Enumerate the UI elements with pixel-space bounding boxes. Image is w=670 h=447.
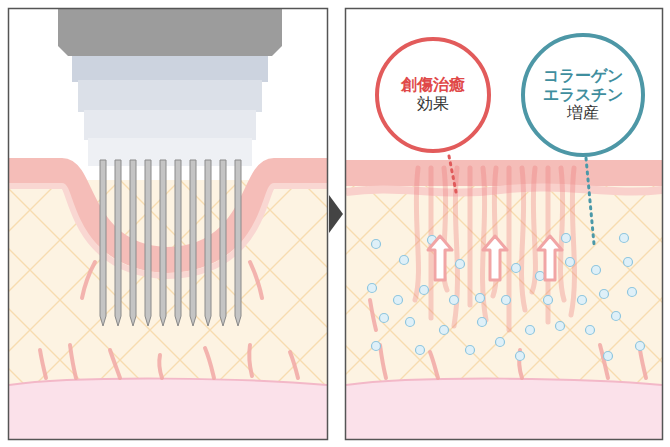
dot <box>544 296 553 305</box>
dot <box>586 326 595 335</box>
dot <box>456 260 465 269</box>
streak <box>571 168 574 315</box>
needle <box>220 160 226 326</box>
callout-circle: コラーゲン エラスチン増産 <box>521 33 645 157</box>
up-arrows <box>428 236 562 280</box>
dot <box>592 266 601 275</box>
streak <box>415 168 418 300</box>
dot <box>380 314 389 323</box>
dot <box>578 296 587 305</box>
callout-circle: 創傷治癒効果 <box>375 37 491 153</box>
dot <box>394 296 403 305</box>
dot <box>526 326 535 335</box>
dot <box>368 284 377 293</box>
healing-streaks <box>415 168 574 330</box>
dot <box>566 258 575 267</box>
dot <box>600 290 609 299</box>
dot <box>372 342 381 351</box>
needle <box>160 160 166 326</box>
callout-body: 増産 <box>567 104 599 123</box>
dot <box>400 256 409 265</box>
leader-line <box>586 158 594 244</box>
panel-frame <box>346 9 663 440</box>
callout-body: 効果 <box>417 95 449 114</box>
streak <box>532 168 535 292</box>
flow-arrow <box>329 195 343 233</box>
dot <box>416 346 425 355</box>
dot <box>502 296 511 305</box>
needle <box>175 160 181 326</box>
callout-heading: 創傷治癒 <box>383 76 483 95</box>
collagen-dots <box>368 234 645 361</box>
dot <box>604 352 613 361</box>
leader-line <box>449 156 456 192</box>
dot <box>406 318 415 327</box>
streak <box>468 168 473 305</box>
left-panel-art <box>9 9 327 439</box>
needle <box>145 160 151 326</box>
dot <box>476 294 485 303</box>
dot <box>620 234 629 243</box>
dot <box>628 288 637 297</box>
dot <box>496 338 505 347</box>
dot <box>516 352 525 361</box>
dot <box>562 234 571 243</box>
dot <box>624 258 633 267</box>
panel-frame <box>9 9 328 440</box>
needle <box>235 160 241 326</box>
dot <box>478 318 487 327</box>
streak <box>522 168 525 310</box>
dot <box>420 286 429 295</box>
dot <box>440 326 449 335</box>
needle <box>100 160 106 326</box>
dot <box>556 322 565 331</box>
needles <box>100 160 241 326</box>
dot <box>636 342 645 351</box>
dot <box>512 264 521 273</box>
needle <box>130 160 136 326</box>
dot <box>536 272 545 281</box>
dot <box>450 296 459 305</box>
dot <box>372 240 381 249</box>
needle <box>205 160 211 326</box>
dot <box>612 312 621 321</box>
callout-heading: コラーゲン エラスチン <box>534 67 632 104</box>
needle <box>190 160 196 326</box>
needle <box>115 160 121 326</box>
dot <box>466 346 475 355</box>
right-panel-art <box>346 9 662 439</box>
